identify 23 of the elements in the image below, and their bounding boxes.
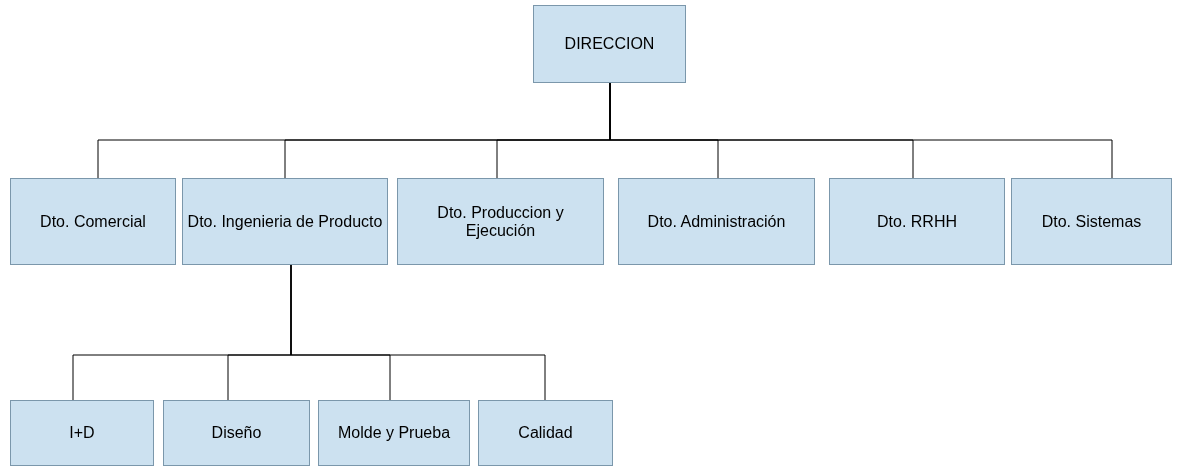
box-label: DIRECCION [564, 35, 655, 53]
org-box [829, 178, 1005, 265]
box-label: I+D [69, 424, 95, 442]
org-box [318, 400, 470, 466]
org-box [533, 5, 686, 83]
org-box [163, 400, 310, 466]
box-label: Dto. Ingenieria de Producto [187, 212, 383, 231]
box-label: Dto. RRHH [877, 212, 957, 231]
connector-line [290, 264, 546, 401]
org-box [397, 178, 604, 265]
org-box [182, 178, 388, 265]
box-label: Diseño [211, 424, 262, 442]
box-label: Calidad [518, 424, 573, 442]
org-box [618, 178, 815, 265]
org-box [10, 400, 154, 466]
org-box [10, 178, 176, 265]
box-label: Dto. Administración [647, 212, 786, 231]
box-label: Dto. Comercial [40, 212, 146, 231]
box-label: Dto. Sistemas [1041, 212, 1142, 231]
org-box [478, 400, 613, 466]
org-box [1011, 178, 1172, 265]
box-label: Molde y Prueba [337, 424, 451, 442]
box-label: Dto. Produccion y Ejecución [436, 203, 565, 240]
